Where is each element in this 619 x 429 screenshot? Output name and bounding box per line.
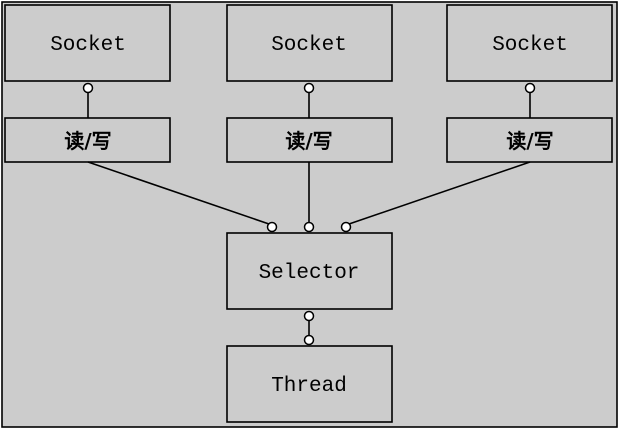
selector-port-1: [266, 221, 278, 233]
io-selector-link-3: [348, 161, 531, 225]
socket-label-2: Socket: [271, 34, 347, 57]
selector-box: [226, 232, 393, 310]
io-label-1: 读/写: [64, 129, 111, 153]
socket-label-3: Socket: [492, 34, 568, 57]
selector-bottom-port: [303, 310, 315, 322]
socket-label-1: Socket: [50, 34, 126, 57]
io-label-3: 读/写: [506, 129, 553, 153]
thread-label: Thread: [271, 375, 347, 398]
io-box-3: [446, 117, 613, 163]
thread-top-port: [303, 334, 315, 346]
selector-label: Selector: [259, 262, 360, 285]
socket-box-1: [4, 4, 171, 82]
io-box-1: [4, 117, 171, 163]
selector-port-2: [303, 221, 315, 233]
socket-port-2: [303, 82, 315, 94]
thread-box: [226, 345, 393, 423]
socket-port-1: [82, 82, 94, 94]
io-selector-link-1: [87, 161, 270, 225]
socket-box-3: [446, 4, 613, 82]
socket-box-2: [226, 4, 393, 82]
io-label-2: 读/写: [285, 129, 332, 153]
socket-port-3: [524, 82, 536, 94]
selector-port-3: [340, 221, 352, 233]
